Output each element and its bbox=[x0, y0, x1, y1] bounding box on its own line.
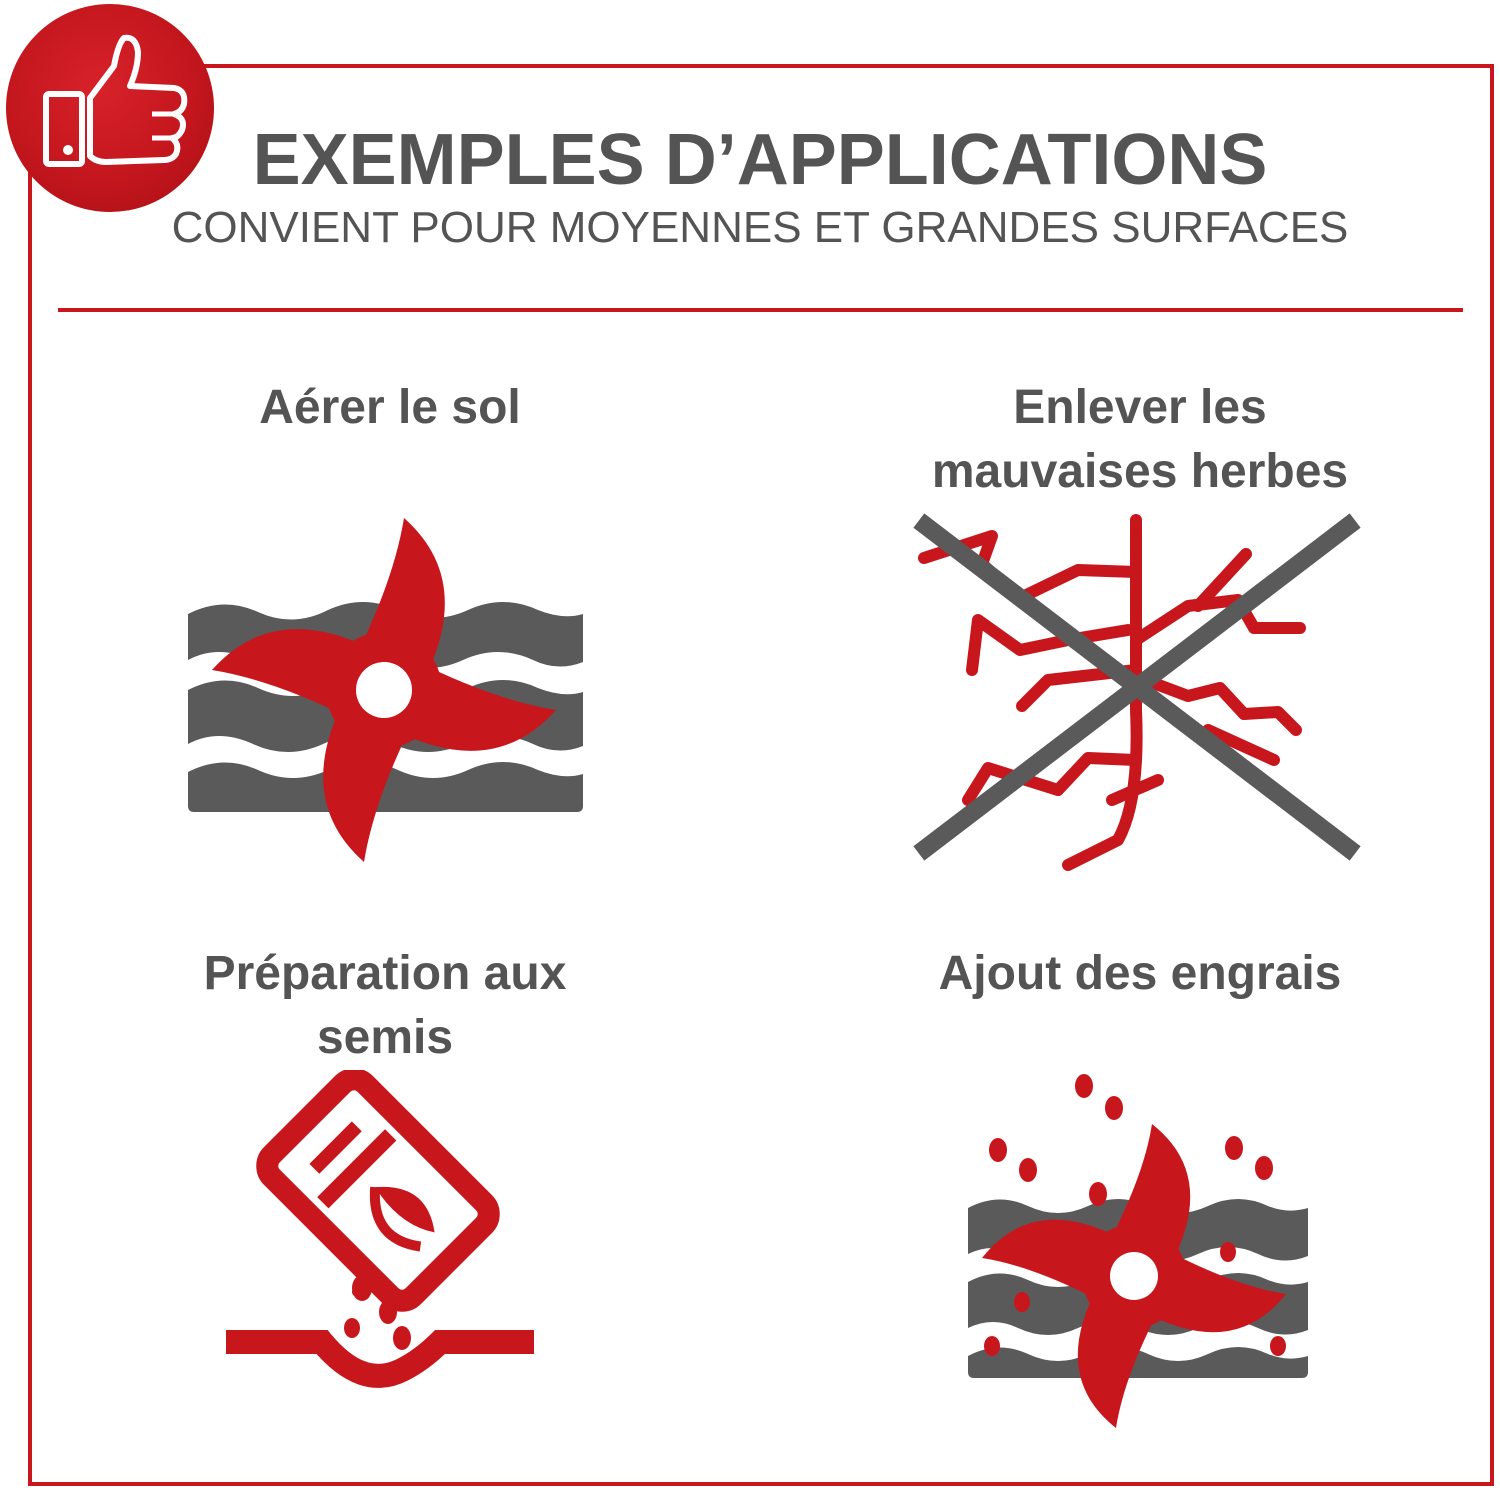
seed-bag-icon bbox=[226, 1070, 534, 1388]
label-line: Ajout des engrais bbox=[938, 947, 1342, 1000]
header-divider bbox=[58, 308, 1463, 312]
application-label-fertilizer: Ajout des engrais bbox=[880, 942, 1400, 1006]
fertilizer-blade-icon bbox=[968, 1074, 1308, 1428]
no-weeds-icon bbox=[913, 513, 1361, 871]
thumbs-up-badge bbox=[6, 4, 214, 212]
label-line: Préparation aux bbox=[203, 947, 567, 1000]
application-label-weeds: Enlever les mauvaises herbes bbox=[880, 376, 1400, 504]
page-title: EXEMPLES D’APPLICATIONS bbox=[252, 120, 1268, 200]
label-line: semis bbox=[316, 1011, 454, 1064]
application-label-aerate: Aérer le sol bbox=[140, 376, 640, 440]
application-label-sowing: Préparation aux semis bbox=[135, 942, 635, 1070]
label-line: Enlever les bbox=[1013, 381, 1267, 434]
tiller-blade-icon bbox=[188, 518, 583, 862]
page-subtitle: CONVIENT POUR MOYENNES ET GRANDES SURFAC… bbox=[171, 203, 1349, 252]
thumbs-up-icon bbox=[43, 34, 188, 167]
content-frame bbox=[28, 64, 1494, 1486]
label-line: Aérer le sol bbox=[259, 381, 521, 434]
label-line: mauvaises herbes bbox=[931, 445, 1349, 498]
